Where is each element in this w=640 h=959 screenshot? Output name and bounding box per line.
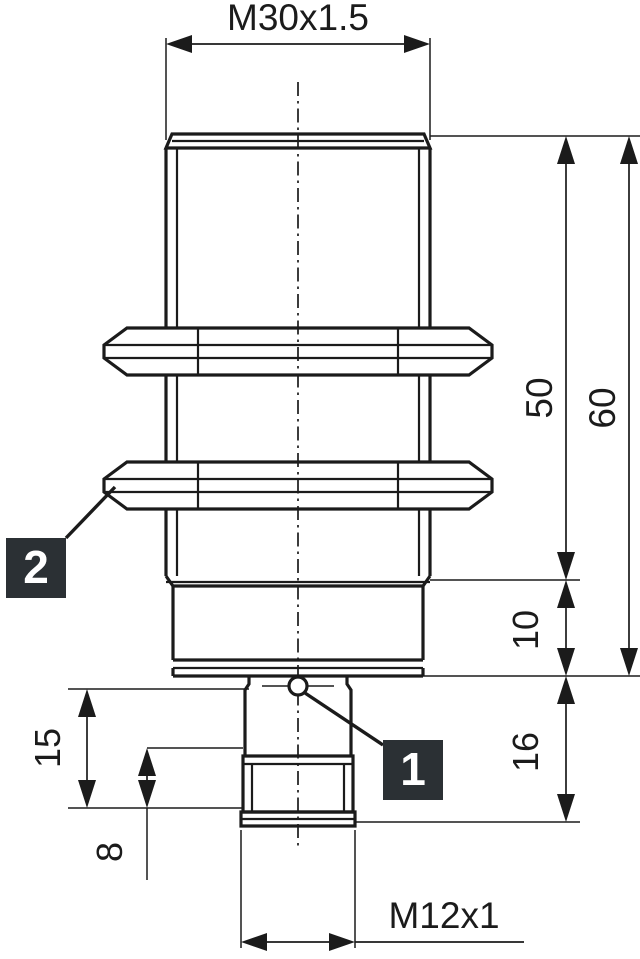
arrow-right-m30 xyxy=(404,35,430,53)
upper-hex-nut xyxy=(102,326,494,377)
dim-label-m12: M12x1 xyxy=(388,895,499,936)
dim-label-15: 15 xyxy=(27,728,68,768)
callout-1-group[interactable]: 1 xyxy=(304,691,443,800)
m12-end-collar xyxy=(239,810,357,828)
dim-label-16: 16 xyxy=(505,732,546,772)
dimension-50: 50 xyxy=(519,136,575,580)
arrow-top-10 xyxy=(557,580,575,608)
callout-1-leader-line xyxy=(304,691,384,747)
arrow-left-m12 xyxy=(241,933,267,951)
dim-label-60: 60 xyxy=(582,387,623,428)
arrow-left-m30 xyxy=(166,35,192,53)
callout-1-label: 1 xyxy=(400,743,426,795)
callout-2-group[interactable]: 2 xyxy=(6,485,117,598)
arrow-bottom-15 xyxy=(78,780,96,808)
m12-connector xyxy=(239,754,357,828)
arrow-right-m12 xyxy=(329,933,355,951)
led-indicator-icon xyxy=(287,675,309,697)
neck-right-edge xyxy=(345,676,353,756)
dim-label-8: 8 xyxy=(89,842,130,862)
arrow-bottom-50 xyxy=(557,552,575,580)
arrow-top-8 xyxy=(138,748,156,776)
dim-label-m30: M30x1.5 xyxy=(227,0,369,38)
arrow-top-50 xyxy=(557,136,575,164)
lower-nut-outline xyxy=(102,460,494,511)
arrow-bottom-60 xyxy=(620,648,638,676)
dimension-15: 15 xyxy=(27,689,96,808)
lower-hex-nut xyxy=(102,460,494,511)
neck-left-edge xyxy=(243,676,251,756)
callout-2-leader-line xyxy=(64,485,117,540)
dimension-m30: M30x1.5 xyxy=(165,0,431,140)
arrow-top-60 xyxy=(620,136,638,164)
callout-1-box[interactable] xyxy=(383,740,443,800)
arrow-top-16 xyxy=(557,676,575,704)
dimension-60: 60 xyxy=(582,136,638,676)
callout-2-label: 2 xyxy=(23,541,49,593)
dimension-8: 8 xyxy=(89,748,156,862)
dim-label-10: 10 xyxy=(505,610,546,650)
sensor-upper-barrel xyxy=(164,148,432,328)
dim-label-50: 50 xyxy=(519,377,560,418)
arrow-bottom-10 xyxy=(557,648,575,676)
dimension-m12: M12x1 xyxy=(240,830,524,951)
sensor-reduced-section xyxy=(171,586,425,678)
callout-2-box[interactable] xyxy=(6,538,66,598)
arrow-bottom-16 xyxy=(557,794,575,822)
upper-nut-outline xyxy=(102,326,494,377)
sensor-lower-barrel xyxy=(164,509,432,588)
sensor-middle-barrel xyxy=(164,375,432,462)
dimension-16: 16 xyxy=(505,676,575,822)
arrow-bottom-8 xyxy=(138,780,156,808)
arrow-top-15 xyxy=(78,689,96,717)
dimension-10: 10 xyxy=(505,580,575,676)
